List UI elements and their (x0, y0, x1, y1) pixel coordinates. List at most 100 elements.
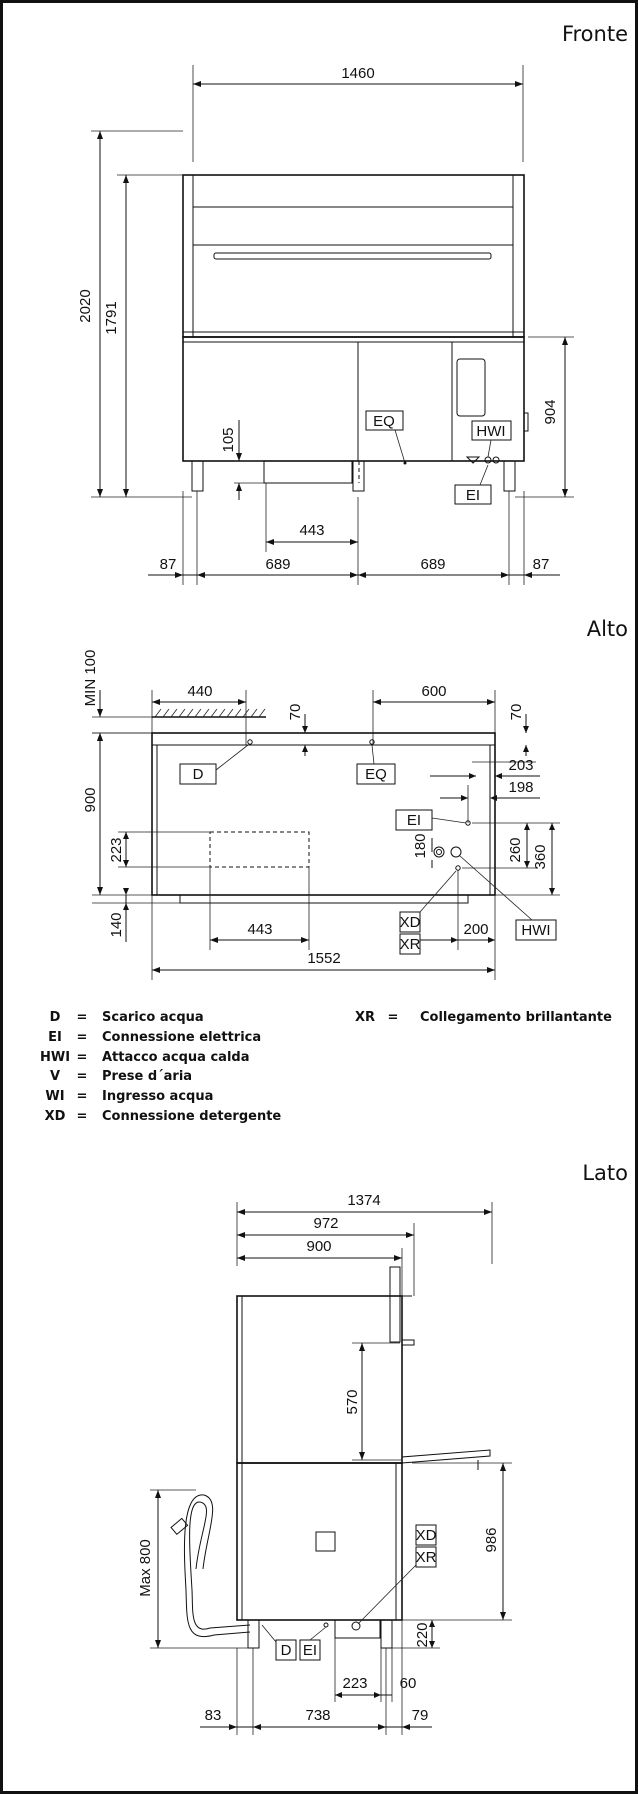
side-dim-986: 986 (483, 1527, 500, 1552)
side-outlet-shelf (401, 1449, 491, 1464)
side-view: Lato 1374 972 900 570 (137, 1161, 628, 1735)
top-dim-back-left: 70 (287, 704, 304, 721)
wall-hatch (154, 708, 266, 718)
top-view: Alto MIN 100 440 600 (82, 617, 628, 980)
svg-text:V: V (50, 1069, 60, 1084)
side-dim-900: 900 (306, 1238, 331, 1255)
legend-item: V = Prese d´aria (50, 1069, 192, 1084)
top-dim-r198: 198 (508, 779, 533, 796)
side-drain-tray (334, 1619, 381, 1639)
side-tag-xd-label: XD (416, 1527, 437, 1544)
side-tag-xr (415, 1546, 437, 1568)
front-dim-left-span: 689 (265, 556, 290, 573)
front-dim-left-edge: 87 (160, 556, 177, 573)
top-tag-xr-label: XR (400, 936, 421, 953)
front-dim-right-span: 689 (420, 556, 445, 573)
svg-text:=: = (77, 1050, 88, 1065)
connection-legend: D = Scarico acqua EI = Connessione elett… (40, 1010, 612, 1124)
top-dim-left-width: 440 (187, 683, 212, 700)
svg-text:WI: WI (45, 1089, 64, 1104)
legend-item: EI = Connessione elettrica (48, 1030, 261, 1045)
top-tag-eq (356, 763, 396, 785)
side-access-panel (315, 1531, 336, 1552)
top-dim-min-clearance: MIN 100 (82, 650, 99, 707)
side-hood-handle (389, 1266, 401, 1343)
top-tag-d (179, 763, 217, 785)
side-dim-door: 570 (344, 1389, 361, 1414)
side-dim-total-depth: 1374 (347, 1192, 380, 1209)
top-tag-ei (395, 809, 433, 831)
front-valve-icon (465, 456, 481, 464)
top-dim-bottom-200: 200 (463, 921, 488, 938)
legend-item: XR = Collegamento brillantante (355, 1010, 612, 1025)
side-drain-hose (189, 1501, 251, 1630)
top-dim-back-right: 70 (508, 704, 525, 721)
side-tag-d-label: D (281, 1642, 292, 1659)
legend-item: XD = Connessione detergente (45, 1109, 282, 1124)
top-drain-tray-outline (209, 831, 310, 868)
front-hood-handle (213, 252, 492, 260)
front-view: Fronte 1460 EQ HWI (77, 22, 628, 585)
side-base (236, 1462, 403, 1621)
side-dim-223: 223 (342, 1675, 367, 1692)
top-tag-hwi-label: HWI (521, 922, 550, 939)
svg-text:=: = (77, 1010, 88, 1025)
side-tag-xd (415, 1524, 437, 1546)
svg-text:Attacco acqua calda: Attacco acqua calda (102, 1050, 249, 1065)
top-dim-r260: 260 (507, 837, 524, 862)
legend-item: D = Scarico acqua (50, 1010, 204, 1025)
front-leg (503, 460, 516, 492)
svg-text:Ingresso acqua: Ingresso acqua (102, 1089, 213, 1104)
top-tag-xd (399, 911, 421, 933)
front-tag-hwi-label: HWI (476, 423, 505, 440)
top-dim-r180: 180 (412, 833, 429, 858)
front-leg (191, 460, 204, 492)
top-dim-r360: 360 (532, 844, 549, 869)
front-dim-width: 1460 (341, 65, 374, 82)
side-section-title: Lato (582, 1161, 628, 1185)
svg-text:=: = (77, 1030, 88, 1045)
svg-text:=: = (77, 1069, 88, 1084)
side-tag-d (275, 1639, 297, 1661)
top-dim-bottom-443: 443 (247, 921, 272, 938)
front-section-title: Fronte (562, 22, 628, 46)
svg-text:Scarico acqua: Scarico acqua (102, 1010, 204, 1025)
side-leg (247, 1619, 260, 1649)
side-dim-738: 738 (305, 1707, 330, 1724)
svg-text:Prese d´aria: Prese d´aria (102, 1069, 192, 1084)
top-section-title: Alto (587, 617, 628, 641)
side-dim-83: 83 (205, 1707, 222, 1724)
front-tag-eq-label: EQ (373, 413, 395, 430)
front-dim-leg-clear: 105 (220, 427, 237, 452)
front-dim-height-base: 904 (542, 399, 559, 424)
top-dim-side-223: 223 (108, 837, 125, 862)
top-dim-total-width: 1552 (307, 950, 340, 967)
top-tag-xd-label: XD (400, 914, 421, 931)
top-tag-d-label: D (193, 766, 204, 783)
front-dim-drain-offset: 443 (299, 522, 324, 539)
svg-text:EI: EI (48, 1030, 62, 1045)
legend-item: HWI = Attacco acqua calda (40, 1050, 250, 1065)
front-tag-ei-label: EI (466, 487, 480, 504)
top-dim-depth: 900 (82, 787, 99, 812)
svg-text:HWI: HWI (40, 1050, 70, 1065)
side-dim-79: 79 (412, 1707, 429, 1724)
top-dim-r203: 203 (508, 757, 533, 774)
top-dim-front-140: 140 (108, 912, 125, 937)
side-tag-xr-label: XR (416, 1549, 437, 1566)
svg-text:=: = (77, 1109, 88, 1124)
side-dim-60: 60 (400, 1675, 417, 1692)
front-dim-right-edge: 87 (533, 556, 550, 573)
top-tag-hwi (515, 919, 557, 941)
svg-text:XR: XR (355, 1010, 375, 1025)
side-leg (380, 1619, 393, 1649)
side-dim-hose-max: Max 800 (137, 1539, 154, 1597)
front-hood (182, 174, 525, 338)
front-tag-hwi (471, 420, 512, 441)
top-dim-right-width: 600 (421, 683, 446, 700)
front-tag-eq (365, 410, 404, 431)
svg-text:XD: XD (45, 1109, 66, 1124)
front-dim-height-total: 2020 (77, 289, 94, 322)
